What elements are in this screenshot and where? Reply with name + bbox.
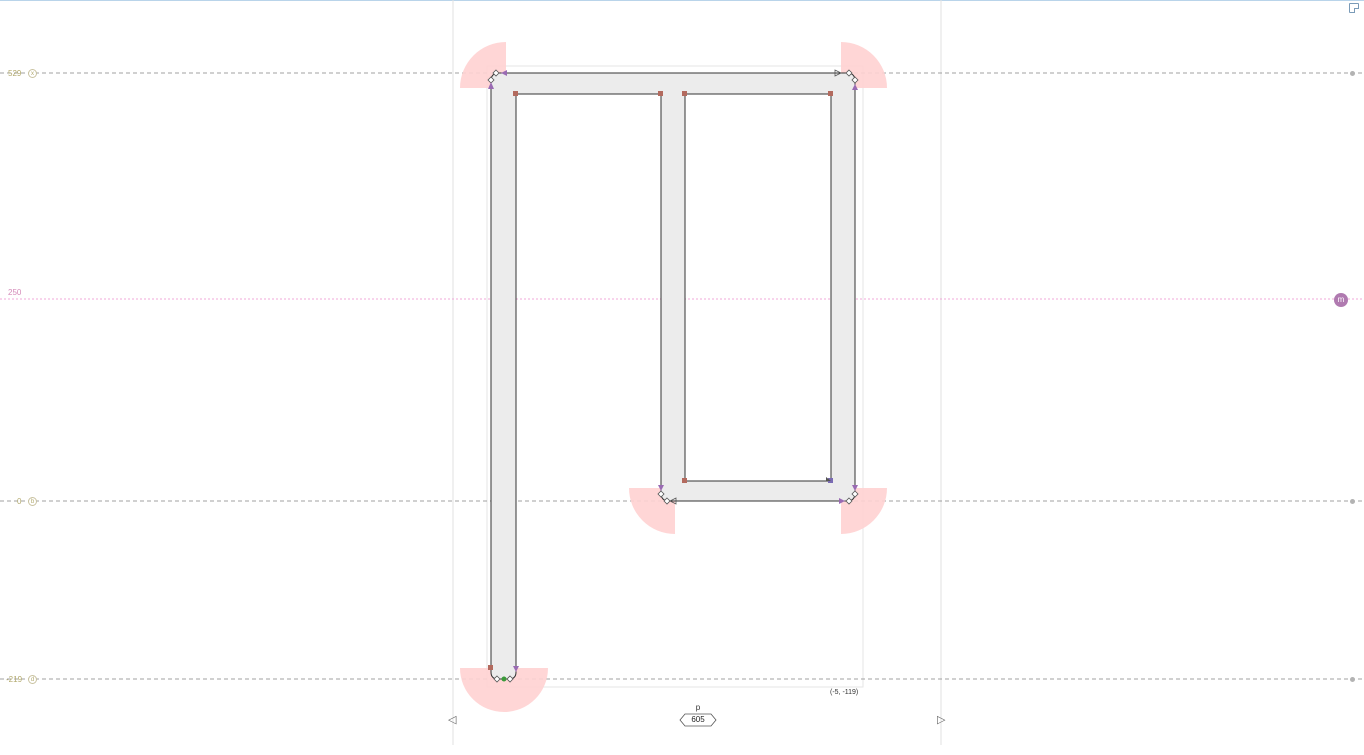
handle-point[interactable] — [845, 69, 853, 77]
window-top-border — [0, 0, 1364, 1]
corner-point[interactable] — [658, 91, 663, 96]
direction-arrow — [501, 70, 507, 76]
descender-badge[interactable]: d — [28, 675, 37, 684]
handle-point[interactable] — [657, 490, 665, 498]
direction-arrow — [834, 69, 842, 77]
glyph-outline[interactable] — [490, 72, 856, 680]
handle-point[interactable] — [493, 675, 501, 683]
baseline-value: 0 — [17, 497, 22, 506]
direction-arrow — [669, 497, 677, 505]
corner-point[interactable] — [682, 91, 687, 96]
resize-corner-icon[interactable] — [1349, 3, 1359, 13]
smooth-zone-descender — [460, 668, 548, 712]
corner-point[interactable] — [513, 91, 518, 96]
baseline-marker — [1350, 499, 1355, 504]
glyph-width-box[interactable] — [679, 713, 717, 727]
direction-arrow — [826, 477, 831, 481]
handle-point[interactable] — [851, 76, 859, 84]
glyph-name: p — [695, 703, 701, 712]
direction-arrow — [488, 82, 494, 89]
smooth-point[interactable] — [501, 676, 507, 682]
direction-arrow — [852, 84, 858, 90]
cursor-coordinate: (-5, -119) — [830, 689, 859, 696]
handle-point[interactable] — [845, 497, 853, 505]
direction-arrow — [839, 498, 845, 504]
corner-point[interactable] — [828, 91, 833, 96]
right-triangle-icon[interactable]: ▷ — [937, 714, 946, 726]
baseline-badge[interactable]: b — [28, 497, 37, 506]
handle-point[interactable] — [663, 497, 671, 505]
middle-badge[interactable]: m — [1334, 293, 1348, 307]
direction-arrow — [852, 485, 858, 491]
xheight-badge[interactable]: x — [28, 69, 37, 78]
left-triangle-icon[interactable]: ◁ — [448, 714, 457, 726]
middle-value: 250 — [8, 288, 22, 297]
xheight-marker — [1350, 71, 1355, 76]
corner-point[interactable] — [682, 478, 687, 483]
direction-arrow — [513, 666, 519, 672]
direction-arrow — [658, 485, 664, 491]
xheight-value: 529 — [8, 69, 22, 78]
handle-point[interactable] — [506, 675, 514, 683]
handle-point[interactable] — [851, 490, 859, 498]
glyph-bounding-box — [486, 65, 864, 688]
start-point[interactable] — [828, 478, 833, 483]
glyph-width[interactable]: 605 — [691, 715, 705, 724]
handle-point[interactable] — [492, 69, 500, 77]
corner-point[interactable] — [488, 665, 493, 670]
descender-value: -219 — [6, 675, 23, 684]
descender-marker — [1350, 677, 1355, 682]
